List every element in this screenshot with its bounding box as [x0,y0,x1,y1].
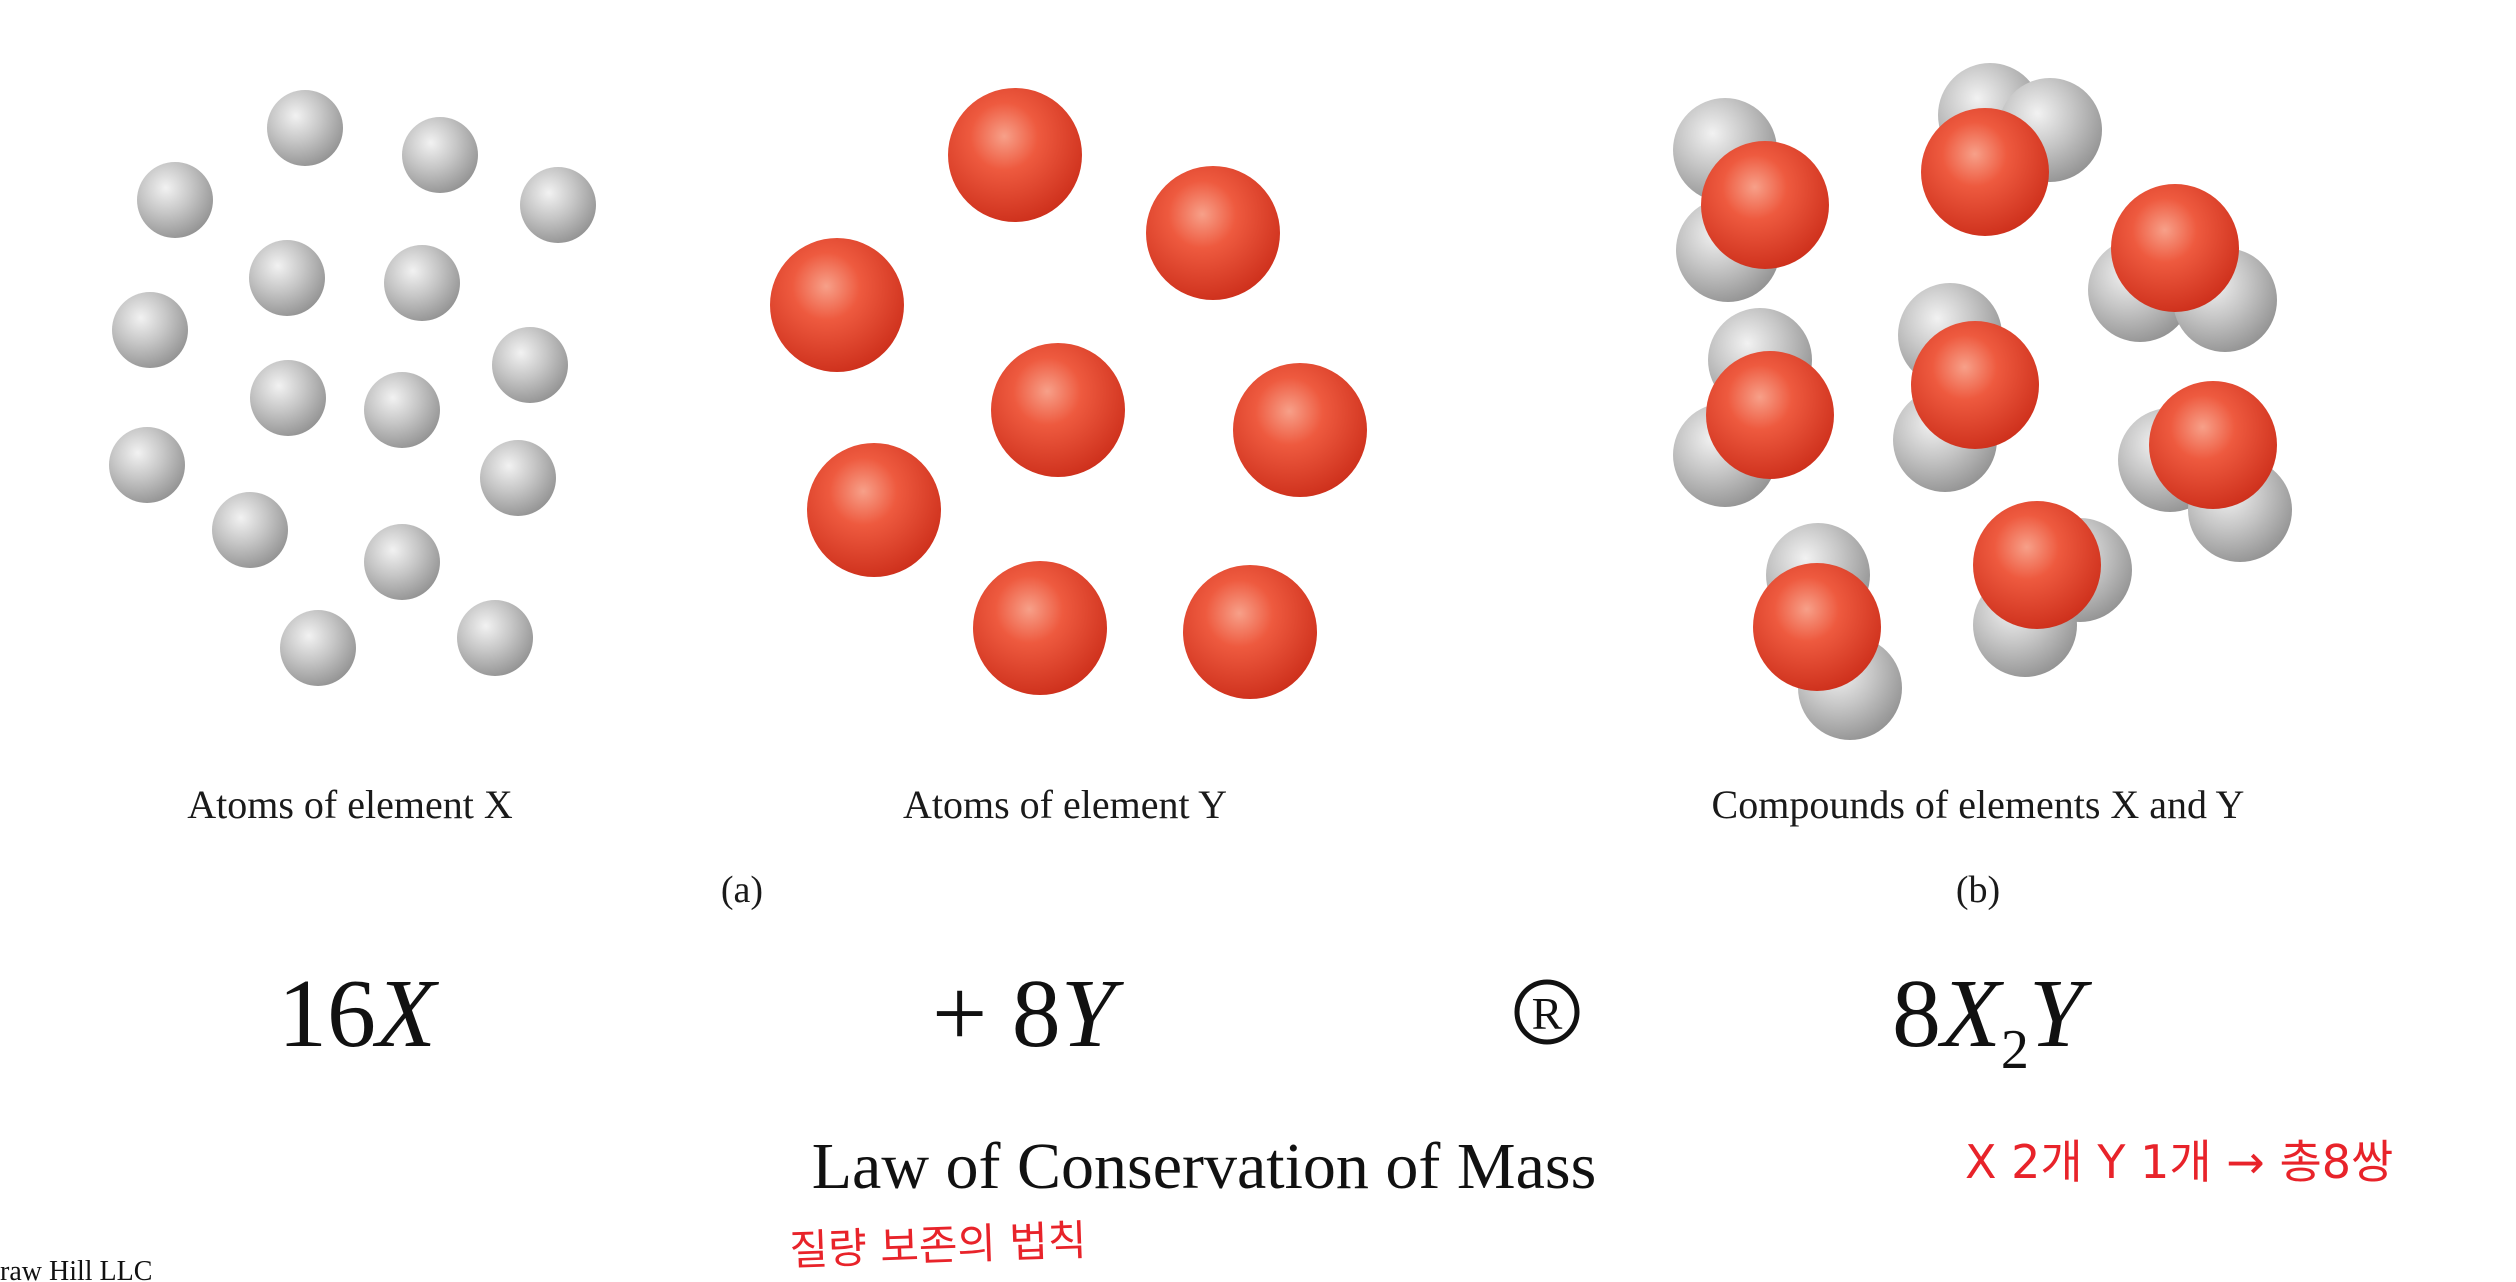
reaction-arrow-icon: ® R [1514,979,1580,1045]
x2y-molecule [2088,184,2277,352]
handwritten-product-note: X 2개 Y 1개 → 총8쌍 [1965,1135,2393,1189]
product-coefficient: 8 [1892,960,1941,1068]
product-y-symbol: Y [2029,960,2093,1068]
element-x-atom [364,524,440,600]
product-x-symbol: X [1937,960,2005,1068]
element-y-atom [1233,363,1367,497]
element-x-atom [137,162,213,238]
compounds-caption: Compounds of elements X and Y [1712,782,2245,827]
element-y-atom [1183,565,1317,699]
copyright-fragment: raw Hill LLC [0,1256,152,1282]
reactant-x-term: 16X [278,960,440,1068]
molecule-y-atom [2111,184,2239,312]
product-term: 8X2Y [1892,960,2093,1081]
element-x-atom [250,360,326,436]
handwritten-law-korean: 질량 보존의 법칙 [789,1216,1088,1275]
product-subscript: 2 [2001,1019,2029,1081]
svg-text:R: R [1532,988,1563,1039]
element-y-atom [807,443,941,577]
reactant-y-symbol: Y [1061,960,1125,1068]
element-y-atom-group [770,88,1367,699]
reactant-x-coefficient: 16 [278,960,376,1068]
element-x-atom [384,245,460,321]
element-x-atom [280,610,356,686]
element-x-atom [457,600,533,676]
x2y-molecule [1753,523,1902,740]
element-x-caption: Atoms of element X [187,782,513,827]
x2y-molecule [1673,308,1834,507]
molecule-y-atom [1921,108,2049,236]
x2y-molecule [1893,283,2039,492]
element-y-atom [770,238,904,372]
element-x-atom [492,327,568,403]
molecule-y-atom [2149,381,2277,509]
element-y-atom [991,343,1125,477]
element-y-atom [1146,166,1280,300]
element-x-atom [402,117,478,193]
element-x-atom [212,492,288,568]
element-y-caption: Atoms of element Y [903,782,1227,827]
reactant-y-coefficient: + 8 [932,960,1061,1068]
element-x-atom [267,90,343,166]
panel-b-label: (b) [1956,869,2000,911]
element-x-atom [520,167,596,243]
element-x-atom [249,240,325,316]
molecule-y-atom [1753,563,1881,691]
element-x-atom [112,292,188,368]
x2y-molecule [1673,98,1829,302]
molecule-y-atom [1973,501,2101,629]
element-y-atom [948,88,1082,222]
law-title: Law of Conservation of Mass [812,1130,1597,1203]
reactant-x-symbol: X [372,960,440,1068]
compound-molecule-group [1673,63,2292,740]
molecule-y-atom [1706,351,1834,479]
x2y-molecule [1921,63,2102,236]
element-x-atom-group [109,90,596,686]
panel-a-label: (a) [721,869,763,911]
element-x-atom [364,372,440,448]
element-x-atom [109,427,185,503]
x2y-molecule [1973,501,2132,677]
molecule-y-atom [1911,321,2039,449]
reactant-y-term: + 8Y [932,960,1125,1068]
element-x-atom [480,440,556,516]
element-y-atom [973,561,1107,695]
x2y-molecule [2118,381,2292,562]
molecule-y-atom [1701,141,1829,269]
